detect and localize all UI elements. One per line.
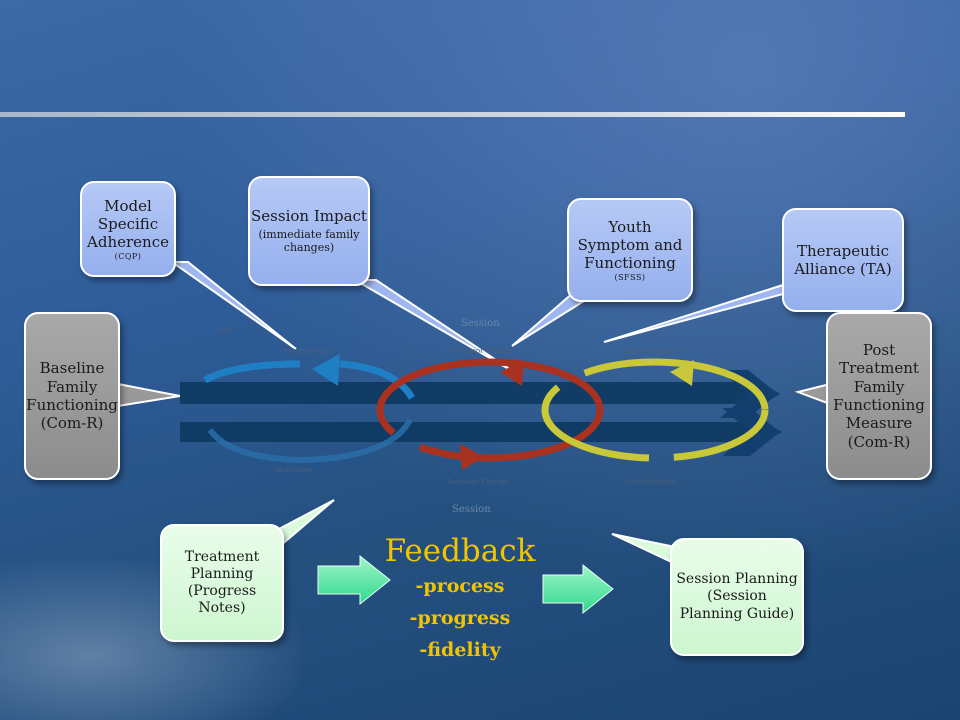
- session-top-label: Session: [461, 318, 500, 329]
- session-bottom-label: Session: [452, 504, 491, 515]
- behavior-change-top-label: Behavior Change: [452, 347, 513, 355]
- loop-red: [376, 358, 604, 462]
- loop-red-arrowhead-bottom: [460, 444, 484, 470]
- loop-yellow-arrowhead: [670, 360, 694, 386]
- feedback-item-process: -process: [415, 575, 505, 597]
- loop-yellow: [541, 358, 769, 462]
- session-planning-title: Session Planning (Session Planning Guide…: [676, 571, 798, 622]
- session-impact-title: Session Impact: [251, 207, 367, 226]
- motivation-label: Motivation: [276, 466, 313, 474]
- loop-red-arrowhead-top: [500, 360, 524, 386]
- band-top: [180, 370, 780, 418]
- title-divider: [0, 112, 905, 117]
- feedback-item-fidelity: -fidelity: [419, 639, 501, 661]
- feedback-block: Feedback -process -progress -fidelity: [360, 532, 560, 666]
- therapeutic-alliance-title: Therapeutic Alliance (TA): [794, 241, 892, 278]
- model-adherence-title: Model Specific Adherence: [87, 196, 169, 252]
- treatment-planning-callout: Treatment Planning (Progress Notes): [160, 524, 284, 642]
- treatment-planning-title: Treatment Planning (Progress Notes): [184, 548, 260, 617]
- loop-blue-bottom: [207, 418, 413, 464]
- feedback-title: Feedback: [384, 533, 536, 569]
- baseline-title: Baseline Family Functioning (Com-R): [26, 359, 118, 433]
- process-arrow-left: [317, 554, 391, 606]
- model-adherence-callout: Model Specific Adherence (CQP): [80, 181, 176, 277]
- post-treatment-callout: Post Treatment Family Functioning Measur…: [826, 312, 932, 480]
- loop-blue-top: [203, 360, 301, 384]
- session-planning-callout: Session Planning (Session Planning Guide…: [670, 538, 804, 656]
- youth-symptom-title: Youth Symptom and Functioning: [577, 217, 683, 273]
- pointer-model-adherence: [168, 261, 297, 350]
- generalization-bottom-label: Generalization: [626, 478, 677, 486]
- loop-blue-top-right: [339, 360, 416, 400]
- feedback-item-progress: -progress: [409, 607, 511, 629]
- session-impact-sub: (immediate family changes): [258, 227, 360, 255]
- youth-symptom-callout: Youth Symptom and Functioning (SFSS): [567, 198, 693, 302]
- youth-symptom-sub: (SFSS): [614, 272, 646, 282]
- model-adherence-sub: (CQP): [114, 251, 142, 261]
- post-treatment-title: Post Treatment Family Functioning Measur…: [833, 341, 925, 451]
- behavior-change-bottom-label: Behavior Change: [448, 478, 509, 486]
- cqip-label: CQIP: [217, 327, 234, 335]
- generalization-top-label: Generalization: [628, 347, 679, 355]
- pointer-baseline: [117, 382, 181, 408]
- band-top-chevron: [720, 370, 778, 418]
- engagement-label: Engagement: [284, 347, 329, 355]
- therapeutic-alliance-callout: Therapeutic Alliance (TA): [782, 208, 904, 312]
- process-arrow-right: [542, 563, 614, 615]
- loop-blue-arrowhead: [312, 354, 340, 386]
- session-impact-callout: Session Impact (immediate family changes…: [248, 176, 370, 286]
- baseline-callout: Baseline Family Functioning (Com-R): [24, 312, 120, 480]
- band-bottom: [180, 408, 782, 456]
